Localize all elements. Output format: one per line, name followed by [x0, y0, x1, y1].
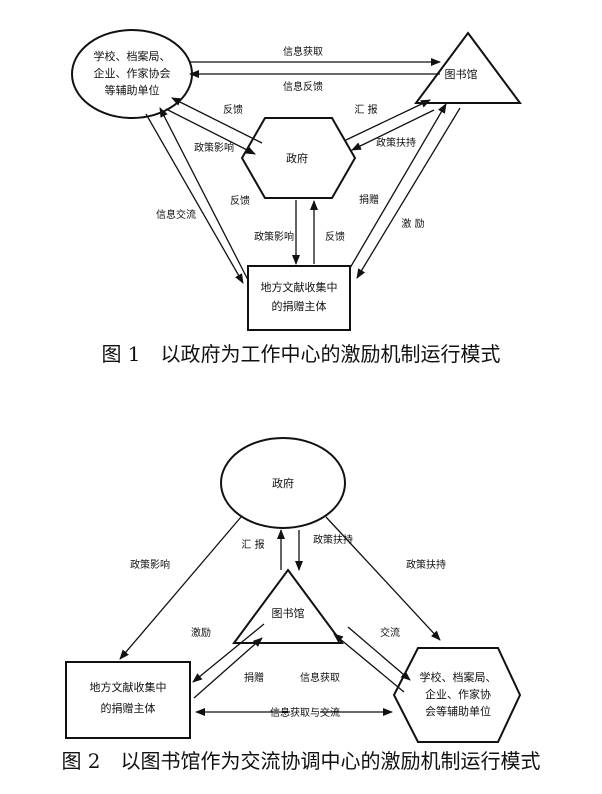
fig2-label-exchange: 交流: [380, 626, 400, 639]
fig1-schools-line3: 等辅助单位: [105, 83, 160, 97]
fig1-schools-line2: 企业、作家协会: [94, 66, 171, 80]
fig2-node-donor: 地方文献收集中 的捐赠主体: [65, 661, 191, 739]
fig1-label-policy-influence-center: 政策影响: [254, 230, 294, 243]
fig1-edge-feedback-left: [171, 97, 263, 144]
fig1-label-policy-support: 政策扶持: [376, 136, 416, 149]
fig2-edge-incentive: [192, 623, 265, 683]
fig1-label-feedback-center: 反馈: [325, 230, 345, 243]
fig1-node-donor: 地方文献收集中 的捐赠主体: [247, 265, 351, 331]
fig2-label-policy-support-right: 政策扶持: [406, 558, 446, 571]
fig2-caption: 图 2 以图书馆作为交流协调中心的激励机制运行模式: [61, 749, 540, 773]
fig2-schools-line3: 会等辅助单位: [425, 704, 491, 718]
fig1-label-incentive: 激 励: [401, 217, 424, 230]
fig1-label-info-feedback: 信息反馈: [283, 80, 323, 93]
fig2-node-schools: 学校、档案局、 企业、作家协 会等辅助单位: [392, 647, 522, 743]
fig2-schools-line2: 企业、作家协: [425, 687, 491, 701]
fig1-node-library: 图书馆: [414, 31, 522, 104]
fig2-node-government: 政府: [220, 437, 346, 529]
fig2-donor-line2: 的捐赠主体: [101, 701, 156, 715]
fig2-library-label: 图书馆: [272, 606, 305, 620]
fig1-edge-policy-support: [351, 109, 435, 151]
fig1-label-report: 汇 报: [354, 103, 377, 116]
fig2-edge-exchange: [347, 626, 411, 681]
fig1-edge-policy-influence-left: [165, 108, 256, 155]
fig2-node-library: 图书馆: [232, 568, 344, 644]
fig2-edge-info-get: [333, 633, 405, 693]
fig2-label-info-get: 信息获取: [300, 671, 340, 684]
fig1-label-feedback-mid: 反馈: [230, 194, 250, 207]
fig1-label-policy-influence-left: 政策影响: [194, 141, 234, 154]
fig1-donor-line2: 的捐赠主体: [272, 299, 327, 313]
fig1-donor-line1: 地方文献收集中: [261, 280, 338, 294]
figure-1: 学校、档案局、 企业、作家协会 等辅助单位 图书馆 政府 地方文献收集中 的捐赠…: [71, 29, 522, 366]
fig2-label-report: 汇 报: [241, 538, 264, 551]
fig2-edge-policy-influence: [119, 516, 242, 660]
fig2-donor-line1: 地方文献收集中: [90, 680, 167, 694]
fig1-edge-report: [345, 99, 431, 141]
fig1-node-government: 政府: [240, 117, 357, 199]
fig2-label-policy-influence: 政策影响: [130, 558, 170, 571]
fig1-caption: 图 1 以政府为工作中心的激励机制运行模式: [101, 342, 500, 366]
fig1-label-feedback-left: 反馈: [223, 103, 243, 116]
fig1-schools-line1: 学校、档案局、: [94, 49, 171, 63]
fig2-edge-donate: [193, 637, 263, 699]
fig1-label-donate: 捐赠: [359, 193, 379, 206]
fig2-label-policy-support-center: 政策扶持: [313, 533, 353, 546]
fig1-node-schools: 学校、档案局、 企业、作家协会 等辅助单位: [71, 29, 193, 119]
fig1-edge-feedback-mid: [159, 107, 249, 281]
fig2-label-donate: 捐赠: [244, 671, 264, 684]
fig1-label-info-exchange: 信息交流: [156, 208, 196, 221]
fig1-government-label: 政府: [286, 151, 308, 165]
fig1-label-info-get: 信息获取: [283, 45, 323, 58]
fig2-edge-policy-support-right: [325, 516, 441, 641]
fig2-label-incentive: 激励: [191, 626, 211, 639]
fig1-library-label: 图书馆: [445, 67, 478, 81]
figure-2: 政府 图书馆 地方文献收集中 的捐赠主体 学校、档案局、 企业、作家协 会等辅助…: [61, 437, 541, 773]
fig1-edge-donate: [349, 103, 447, 269]
fig1-edge-incentive: [356, 107, 461, 279]
fig2-schools-line1: 学校、档案局、: [420, 670, 497, 684]
fig2-label-info-get-exchange: 信息获取与交流: [270, 706, 340, 719]
fig1-edge-info-exchange: [145, 113, 244, 284]
fig2-government-label: 政府: [272, 476, 294, 490]
